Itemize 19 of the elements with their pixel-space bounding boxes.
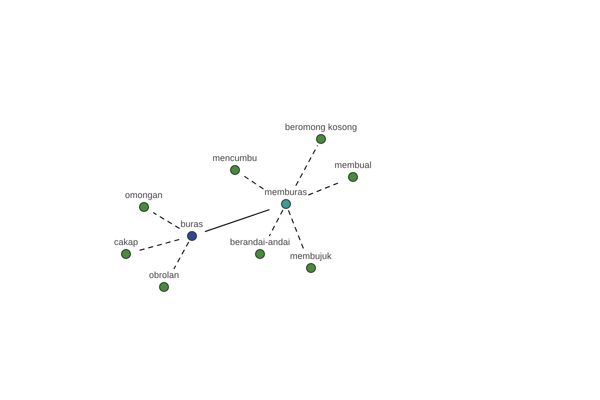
- connector-line: [204, 209, 270, 232]
- dashed-connector: [243, 175, 264, 190]
- node-label: membujuk: [290, 251, 332, 262]
- dashed-connector: [295, 144, 318, 186]
- node-label: omongan: [125, 190, 163, 201]
- node-label: buras: [180, 219, 204, 230]
- dashed-connector: [308, 182, 340, 196]
- dashed-connector: [138, 239, 180, 251]
- dashed-connector: [152, 212, 180, 229]
- node-label: beromong kosong: [285, 122, 358, 133]
- node-label: memburas: [264, 187, 308, 198]
- node-label: membual: [334, 160, 372, 171]
- node-label: obrolan: [149, 270, 180, 281]
- dashed-connector: [268, 210, 284, 236]
- node-label: cakap: [114, 237, 138, 248]
- dashed-connector: [173, 242, 190, 270]
- dashed-connector: [288, 210, 304, 250]
- node-label: berandai-andai: [230, 237, 290, 248]
- node-label: mencumbu: [212, 153, 258, 164]
